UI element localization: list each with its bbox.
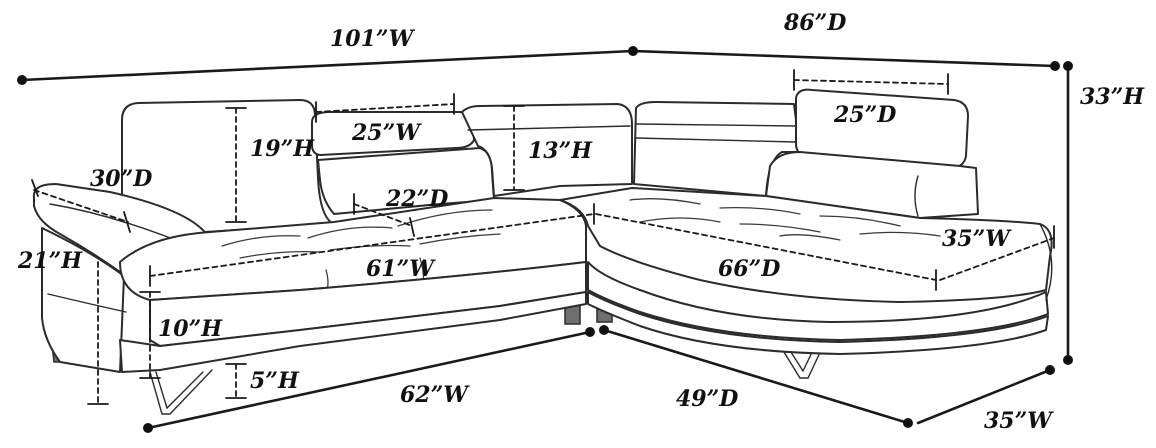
label-seat-depth-left: 22”D	[385, 186, 448, 212]
seat-depth-left-dash	[353, 203, 413, 227]
dot-base-chaise-end	[1045, 365, 1055, 375]
dot-height-top	[1063, 61, 1073, 71]
right-back-seam	[635, 123, 797, 127]
left-headrest-width-dash	[315, 103, 455, 113]
left-headrest	[311, 111, 475, 156]
leg-front-bracket	[149, 369, 213, 415]
left-headrest-height-ticks	[225, 107, 247, 223]
overall-width-line	[20, 49, 635, 82]
back-height-ticks	[503, 105, 525, 191]
label-overall-width: 101”W	[330, 26, 416, 52]
right-base	[587, 291, 1049, 355]
base-width-line	[146, 330, 592, 430]
label-overall-height: 33”H	[1080, 84, 1145, 110]
label-arm-depth: 30”D	[90, 166, 152, 192]
seat-width-left-dash	[149, 213, 595, 277]
right-headrest-depth-dash	[793, 79, 949, 85]
sofa-drawing	[32, 88, 1053, 415]
overall-depth-line	[631, 49, 1057, 68]
center-back-seam	[467, 125, 631, 131]
label-chaise-base-width: 35”W	[984, 408, 1054, 434]
label-right-headrest-depth: 25”D	[833, 102, 896, 128]
dot-top-left	[17, 75, 27, 85]
chaise-end-curve	[1039, 223, 1053, 301]
right-back-seam-2	[635, 137, 797, 143]
label-left-headrest-width: 25”W	[351, 120, 422, 146]
leg-front-bracket-inner	[155, 371, 204, 410]
chaise-base-width-line	[916, 368, 1052, 425]
left-base	[119, 291, 587, 373]
arm-depth-ticks	[31, 179, 131, 233]
right-seat-tuft-3	[779, 231, 941, 241]
right-lower-back	[765, 151, 979, 219]
dot-height-bottom	[1063, 355, 1073, 365]
label-chaise-width: 35”W	[942, 226, 1012, 252]
chaise-width-dash	[939, 237, 1055, 281]
dot-top-right	[1050, 61, 1060, 71]
dot-top-center	[628, 46, 638, 56]
dot-base-center-2	[599, 325, 609, 335]
left-arm-front-seam	[47, 293, 127, 313]
left-headrest-width-ticks	[315, 93, 455, 123]
label-arm-height: 21”H	[17, 248, 83, 274]
label-base-depth: 49”D	[676, 386, 738, 412]
right-seat-tuft-1	[629, 198, 901, 227]
right-seat	[559, 187, 1053, 303]
right-headrest-depth-ticks	[793, 69, 949, 95]
dot-base-left	[143, 423, 153, 433]
base-depth-line	[602, 328, 910, 425]
right-lower-back-fold	[914, 175, 919, 217]
label-leg-height: 5”H	[250, 368, 300, 394]
dimension-labels: 101”W 86”D 33”H 19”H 25”W 30”D 21”H 22”D…	[17, 10, 1145, 434]
dot-base-center-1	[585, 327, 595, 337]
leg-chaise-bracket	[773, 335, 825, 379]
left-arm-front	[41, 227, 125, 373]
leg-height-ticks	[225, 363, 247, 399]
label-seat-width-left: 61”W	[366, 256, 436, 282]
label-seat-height: 10”H	[158, 316, 223, 342]
label-seat-depth-right: 66”D	[718, 256, 780, 282]
seat-depth-left-ticks	[353, 193, 415, 237]
seat-depth-right-dash	[595, 213, 937, 281]
label-base-width: 62”W	[400, 382, 470, 408]
seat-width-left-ticks	[149, 203, 595, 287]
label-back-height: 13”H	[528, 138, 593, 164]
left-seat-tuft-1	[221, 209, 493, 247]
dimension-lines	[17, 46, 1073, 433]
seat-height-ticks	[139, 291, 161, 379]
right-seat-front	[587, 261, 1049, 341]
label-overall-depth: 86”D	[783, 10, 846, 36]
label-left-headrest-height: 19”H	[250, 136, 315, 162]
right-seat-tuft-2	[639, 217, 821, 233]
arm-depth-dash	[33, 189, 129, 223]
dot-base-right	[903, 418, 913, 428]
